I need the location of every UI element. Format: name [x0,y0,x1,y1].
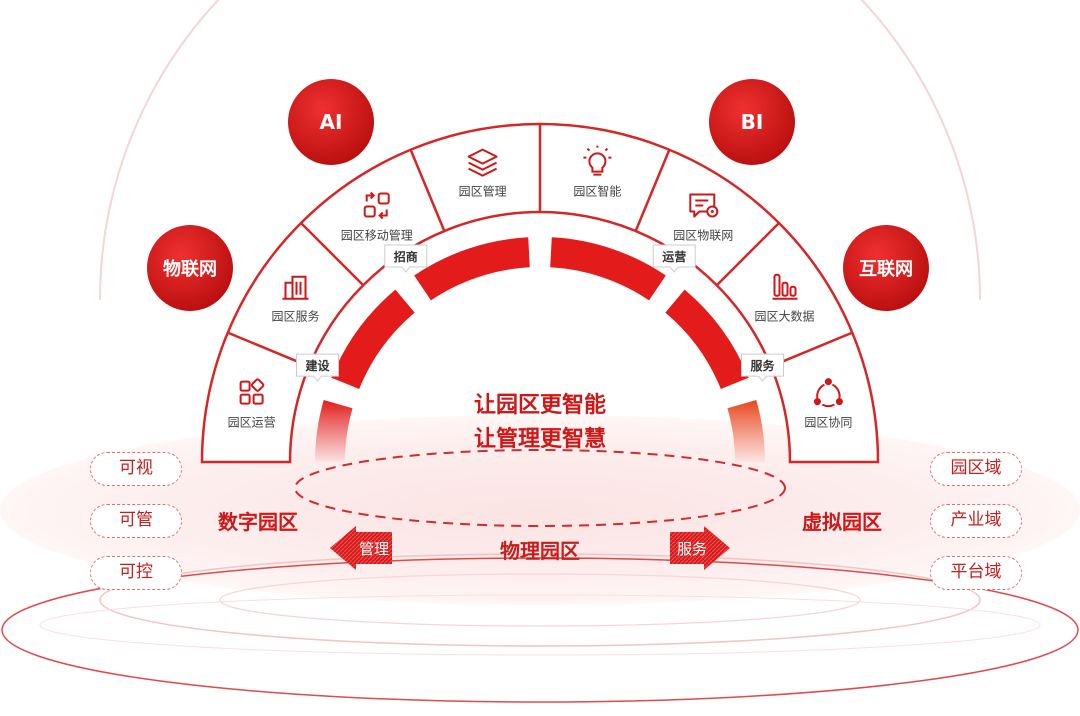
left-pill-list: 可视 可管 可控 [90,452,182,608]
arch-divider [715,222,780,287]
segment-4: 园区管理 [459,148,507,199]
pill-industry-domain: 产业域 [930,504,1022,538]
segment-label: 园区智能 [573,184,621,199]
svg-text:建设: 建设 [304,358,330,373]
service-arrow: 服务 [670,526,730,570]
segment-label: 园区运营 [228,416,276,430]
pill-controllable: 可控 [90,556,182,590]
progress-block-4 [550,237,666,301]
segment-1: 园区运营 [228,378,276,430]
svg-text:物联网: 物联网 [163,258,217,280]
stage-label-3: 运营 [652,244,696,273]
arch-divider [634,149,671,232]
pill-visible: 可视 [90,452,182,486]
arch-divider [409,149,446,232]
svg-text:互联网: 互联网 [859,259,913,280]
progress-block-2 [331,289,415,389]
slogan-line-1: 让园区更智能 [474,392,606,418]
stage-label-1: 建设 [296,353,339,382]
right-pill-list: 园区域 产业域 平台域 [930,452,1022,608]
tech-badges: 物联网 AI BI 互联网 [147,79,929,311]
segment-7: 园区大数据 [754,273,815,324]
stage-label-2: 招商 [384,244,428,273]
pill-park-domain: 园区域 [930,452,1022,486]
sync-squares-icon [363,191,390,220]
virtual-park-title: 虚拟园区 [802,510,882,534]
svg-text:运营: 运营 [662,249,686,264]
share-network-icon [813,378,843,408]
svg-text:服务: 服务 [677,540,707,558]
svg-text:AI: AI [320,110,343,134]
svg-text:服务: 服务 [750,358,775,373]
slogan-line-2: 让管理更智慧 [474,426,606,452]
segment-3: 园区移动管理 [341,191,413,243]
physical-park-title: 物理园区 [500,539,580,563]
segment-6: 园区物联网 [673,193,733,243]
stage-label-4: 服务 [741,353,784,382]
segment-label: 园区大数据 [754,309,814,324]
digital-park-title: 数字园区 [218,510,298,534]
grid-apps-icon [239,378,265,405]
segment-label: 园区协同 [804,415,852,430]
progress-block-3 [414,237,530,301]
svg-text:管理: 管理 [359,540,389,558]
building-icon [282,275,309,300]
segment-2: 园区服务 [271,275,320,324]
internet-badge: 互联网 [843,225,929,311]
ai-badge: AI [288,79,374,165]
chat-gear-icon [689,193,719,218]
pill-platform-domain: 平台域 [930,556,1022,590]
iot-badge: 物联网 [147,225,233,311]
segment-label: 园区服务 [271,309,319,324]
floor-ring-3 [219,573,861,627]
floor-ring-4 [39,594,1041,656]
progress-block-5 [665,289,749,389]
bar-chart-icon [772,273,798,300]
bi-badge: BI [709,79,795,165]
arch-divider [300,222,365,287]
center-dashed-ring [294,449,786,527]
floor-ring-2 [99,553,981,647]
segment-5: 园区智能 [573,145,621,199]
segment-label: 园区物联网 [673,229,733,243]
arch-divider [770,331,853,368]
progress-block-6 [727,399,765,462]
svg-text:BI: BI [741,110,764,134]
arch-divider [227,331,310,368]
outer-dome-arc [99,0,981,301]
segment-label: 园区管理 [459,184,507,199]
pill-manageable: 可管 [90,504,182,538]
progress-block-1 [315,399,353,462]
segment-8: 园区协同 [804,378,852,430]
lightbulb-icon [583,145,612,176]
floor-ring-1 [1,557,1079,703]
segment-label: 园区移动管理 [341,228,413,243]
manage-arrow: 管理 [330,526,392,570]
layers-icon [467,148,498,177]
svg-text:招商: 招商 [394,249,418,264]
